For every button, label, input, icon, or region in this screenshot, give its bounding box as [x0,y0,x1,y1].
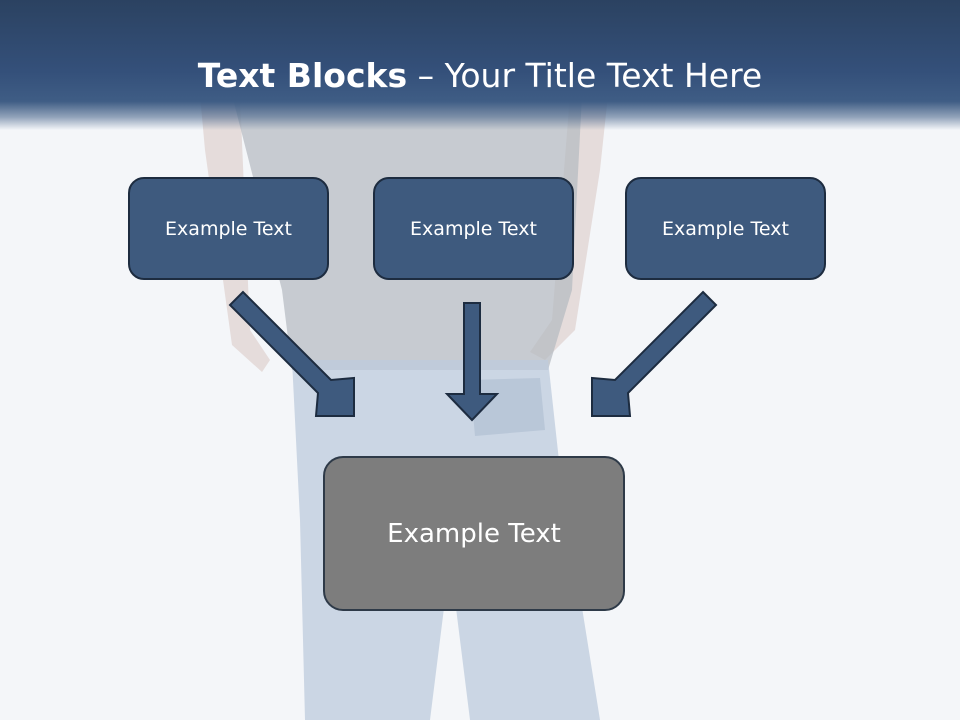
slide-title: Text Blocks – Your Title Text Here [0,52,960,102]
text-block-3[interactable]: Example Text [625,177,826,280]
text-block-2[interactable]: Example Text [373,177,574,280]
text-block-1[interactable]: Example Text [128,177,329,280]
result-text-block-label: Example Text [387,518,561,549]
title-bold-part: Text Blocks [197,56,408,95]
title-regular-part: Your Title Text Here [444,56,763,95]
title-header-band [0,0,960,130]
arrow-down-icon [444,302,500,422]
arrow-left-icon [228,290,355,417]
arrow-right-icon [591,290,718,417]
result-text-block[interactable]: Example Text [323,456,625,611]
title-separator: – [417,56,435,95]
text-block-1-label: Example Text [165,217,292,240]
text-block-3-label: Example Text [662,217,789,240]
text-block-2-label: Example Text [410,217,537,240]
